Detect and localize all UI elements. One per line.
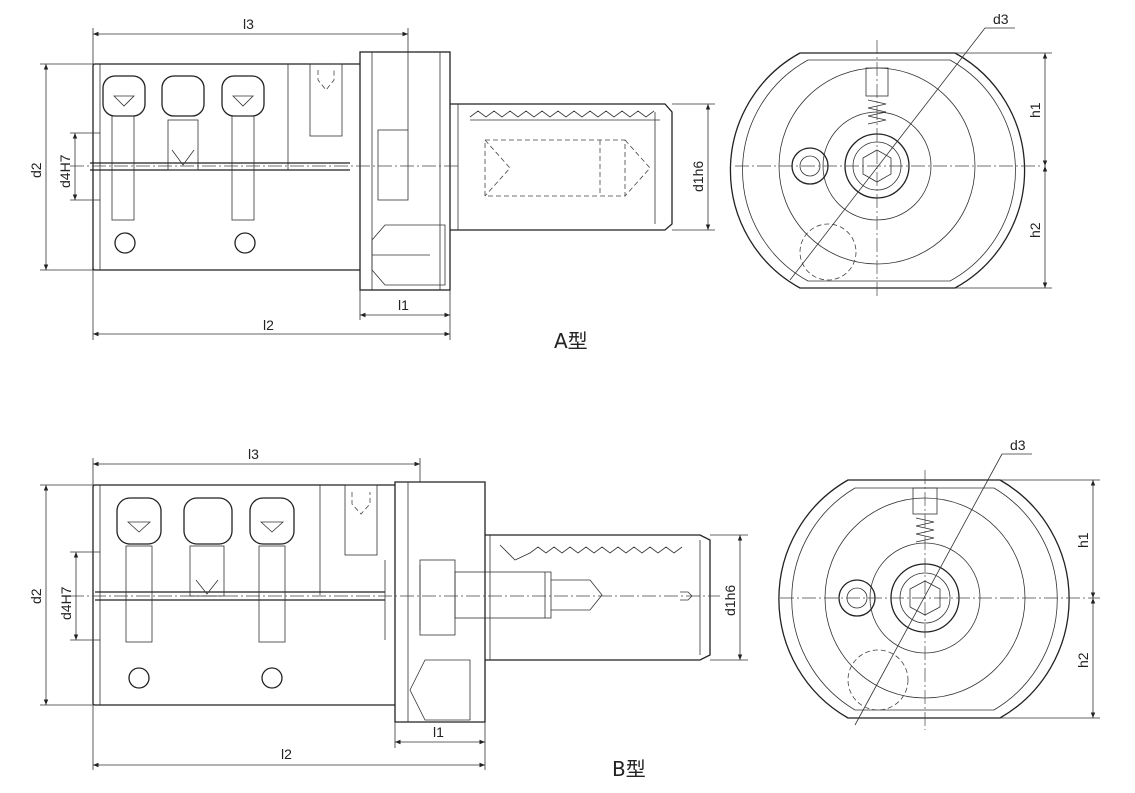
- dim-d2: d2: [28, 63, 93, 271]
- dim-d3-a: d3: [993, 11, 1009, 27]
- dim-d1-b: d1h6: [710, 534, 748, 661]
- dim-l3-b: l3: [92, 446, 421, 485]
- svg-text:d2: d2: [28, 588, 44, 604]
- caption-a: A型: [554, 329, 588, 353]
- clamp-screw-2: [161, 75, 205, 171]
- svg-text:l3: l3: [248, 446, 259, 462]
- dim-l2-b: l2: [92, 705, 486, 770]
- clamp-screw-b2: [183, 497, 233, 597]
- front-view-a: [729, 27, 1040, 296]
- svg-text:l2: l2: [263, 317, 274, 333]
- top-set-screw: [309, 63, 343, 137]
- dim-h2-a: h2: [955, 166, 1052, 289]
- dim-d4: d4H7: [57, 132, 100, 201]
- side-view-b: l3 l2 l1 d2 d4H7 d1h6: [28, 446, 748, 770]
- clamp-screw-b3: [249, 497, 295, 689]
- dim-d3-b: d3: [1010, 437, 1026, 453]
- svg-text:d2: d2: [28, 162, 44, 178]
- svg-text:h2: h2: [1027, 222, 1043, 238]
- clamp-screw-3: [221, 75, 265, 254]
- side-view-a: l3 l2 l1 d2 d4H7 d1h6: [28, 16, 715, 340]
- dim-h1-b: h1: [1000, 479, 1100, 598]
- caption-b: B型: [612, 757, 646, 781]
- svg-text:l3: l3: [243, 16, 254, 32]
- dim-d1: d1h6: [672, 103, 715, 231]
- front-view-b: [778, 453, 1100, 730]
- svg-text:d3: d3: [993, 11, 1009, 27]
- dim-h2-b: h2: [1000, 598, 1100, 719]
- svg-text:l1: l1: [398, 297, 409, 313]
- svg-text:d1h6: d1h6: [722, 585, 738, 616]
- dim-d2-b: d2: [28, 484, 93, 706]
- dim-h1-a: h1: [955, 52, 1052, 166]
- dim-l1-b: l1: [394, 722, 485, 748]
- dim-l1: l1: [359, 290, 450, 320]
- svg-text:l1: l1: [433, 724, 444, 740]
- dim-d4-b: d4H7: [58, 551, 100, 641]
- svg-text:l2: l2: [281, 746, 292, 762]
- svg-text:h1: h1: [1027, 102, 1043, 118]
- svg-text:d4H7: d4H7: [57, 154, 73, 188]
- dim-l2: l2: [92, 270, 451, 340]
- svg-text:h2: h2: [1075, 652, 1091, 668]
- svg-text:d4H7: d4H7: [58, 586, 74, 620]
- top-set-screw-b: [344, 484, 378, 556]
- dim-l3: l3: [92, 16, 408, 64]
- svg-text:h1: h1: [1075, 532, 1091, 548]
- clamp-screw-1: [102, 75, 146, 254]
- svg-text:d1h6: d1h6: [690, 161, 706, 192]
- clamp-screw-b1: [116, 497, 162, 689]
- svg-text:d3: d3: [1010, 437, 1026, 453]
